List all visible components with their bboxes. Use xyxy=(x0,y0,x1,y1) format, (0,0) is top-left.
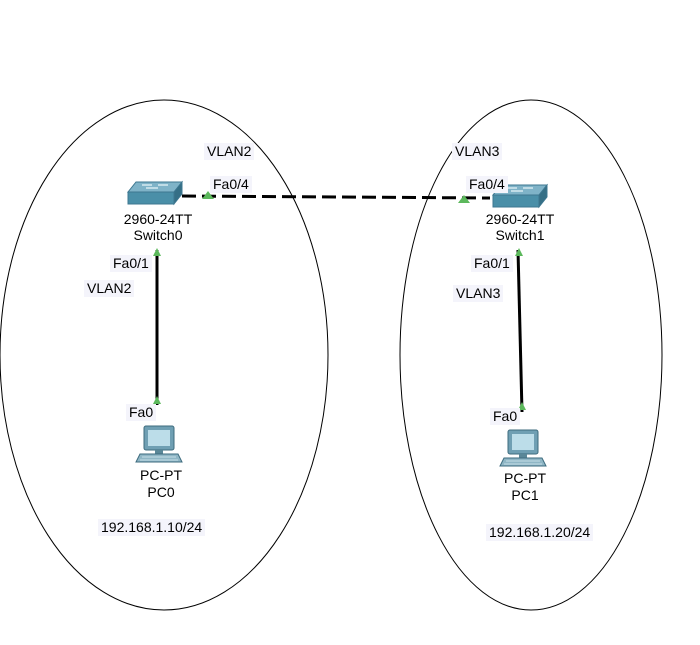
port-label-switch0-uplink: Fa0/4 xyxy=(210,176,252,193)
pc1-name: PC1 xyxy=(511,487,539,503)
ip-label-pc0: 192.168.1.10/24 xyxy=(98,519,206,536)
port-label-pc1: Fa0 xyxy=(490,408,521,425)
pc-icon[interactable] xyxy=(135,425,183,463)
access-vlan-label-switch1: VLAN3 xyxy=(453,285,504,302)
vlan3-domain-ellipse xyxy=(399,99,663,611)
trunk-link[interactable] xyxy=(181,194,491,200)
port-indicator-pc0-fa0 xyxy=(153,396,161,404)
port-label-switch1-access: Fa0/1 xyxy=(471,255,513,272)
pc-icon[interactable] xyxy=(499,429,547,467)
access-link-switch1-pc1[interactable] xyxy=(516,249,524,413)
switch1-name: Switch1 xyxy=(495,227,545,243)
access-vlan-label-switch0: VLAN2 xyxy=(84,280,135,297)
switch0-name: Switch0 xyxy=(133,227,183,243)
port-label-pc0: Fa0 xyxy=(126,404,157,421)
port-label-switch0-access: Fa0/1 xyxy=(110,255,152,272)
switch1-model: 2960-24TT xyxy=(485,211,555,227)
ip-label-pc1: 192.168.1.20/24 xyxy=(486,524,594,541)
port-indicator-switch1-fa0-1 xyxy=(515,248,523,256)
switch0-model: 2960-24TT xyxy=(123,211,193,227)
pc1-model: PC-PT xyxy=(504,470,546,486)
port-indicator-switch0-fa0-4 xyxy=(202,191,214,199)
vlan2-domain-ellipse xyxy=(0,99,329,611)
vlan-label-switch0: VLAN2 xyxy=(204,143,255,160)
port-indicator-switch0-fa0-1 xyxy=(153,248,161,256)
port-label-switch1-uplink: Fa0/4 xyxy=(466,176,508,193)
pc0-model: PC-PT xyxy=(140,467,182,483)
pc0-name: PC0 xyxy=(147,484,175,500)
port-indicator-switch1-fa0-4 xyxy=(458,195,470,203)
vlan-label-switch1: VLAN3 xyxy=(452,143,503,160)
switch-icon[interactable] xyxy=(126,180,184,206)
